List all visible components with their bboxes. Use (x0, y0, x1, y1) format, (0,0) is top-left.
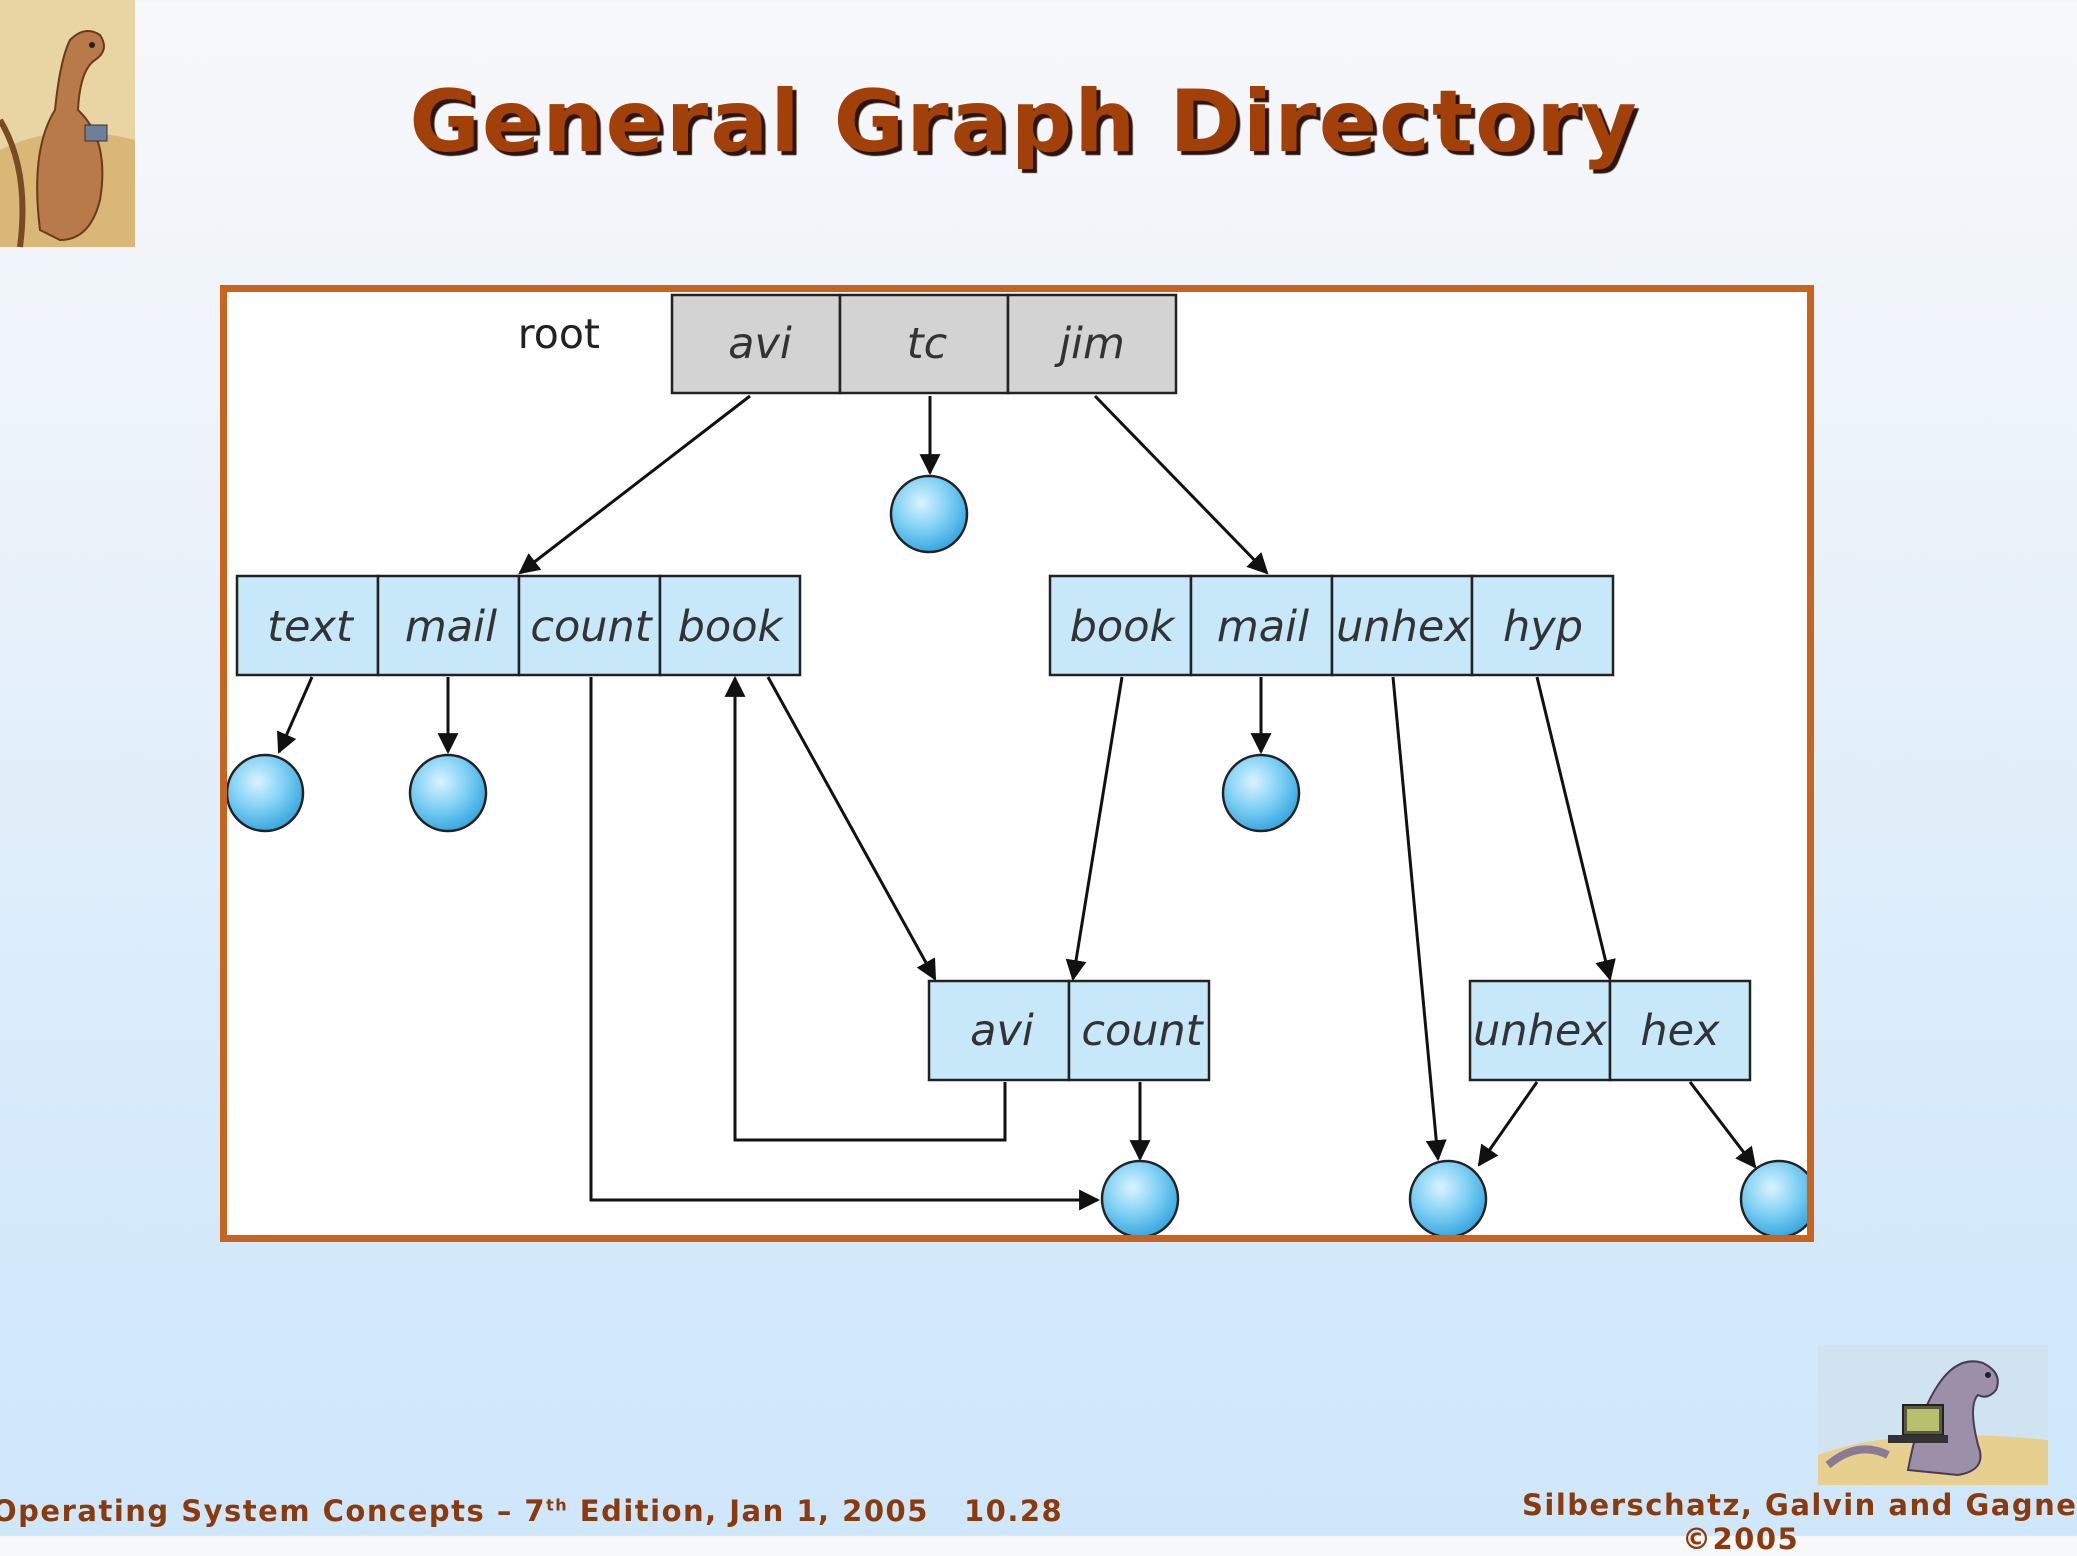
footer-book-title: Operating System Concepts – 7th Edition,… (0, 1494, 929, 1528)
jim-entry-hyp: hyp (1503, 602, 1583, 652)
footer-copyright: ©2005 (1682, 1522, 1800, 1556)
footer-authors: Silberschatz, Galvin and Gagne (1522, 1488, 2077, 1522)
edge-hyp-unhex-to-file (1477, 1081, 1539, 1167)
jim-entry-mail: mail (1217, 602, 1309, 652)
root-entry-tc: tc (907, 319, 948, 369)
avi-entry-mail: mail (405, 602, 497, 652)
file-node-tc (889, 474, 969, 554)
root-label: root (518, 310, 600, 358)
dinosaur-logo-bottom-right (1818, 1345, 2048, 1485)
book-entry-avi: avi (970, 1006, 1034, 1056)
footer-book-rest: Edition, Jan 1, 2005 (568, 1494, 929, 1528)
graph-directory-diagram: root avi tc jim text mail count book b (227, 293, 1807, 1235)
edge-jim-book-to-bookdir (1065, 676, 1124, 982)
file-node-unhex-shared (1408, 1159, 1488, 1235)
hyp-entry-hex: hex (1640, 1006, 1720, 1056)
edge-text-to-file (277, 676, 314, 754)
book-directory: avi count (927, 979, 1211, 1082)
slide-title: General Graph Directory (409, 72, 1639, 172)
edge-count-to-file (589, 677, 1101, 1211)
avi-entry-text: text (267, 602, 355, 652)
jim-directory: book mail unhex hyp (1048, 574, 1615, 677)
footer-book-main: Operating System Concepts – 7 (0, 1494, 547, 1528)
jim-entry-book: book (1070, 602, 1177, 652)
diagram-frame (220, 285, 1814, 1242)
root-entry-avi: avi (728, 319, 792, 369)
footer-book-sup: th (546, 1495, 569, 1515)
avi-directory: text mail count book (235, 574, 802, 677)
graph-edges (277, 394, 1757, 1211)
file-node-mail (408, 753, 488, 833)
edge-bookdir-avi-back-to-book (724, 675, 1007, 1142)
file-node-count-shared (1100, 1159, 1180, 1235)
edge-jim-unhex-to-file (1391, 676, 1447, 1162)
edge-hyp-to-hypdir (1535, 676, 1616, 982)
file-node-jim-mail (1221, 753, 1301, 833)
file-node-hex (1739, 1159, 1807, 1235)
jim-entry-unhex: unhex (1336, 602, 1470, 652)
dinosaur-logo-top-left (0, 0, 135, 248)
edge-avi-to-avidir (518, 394, 751, 575)
edge-hex-to-file (1688, 1081, 1757, 1169)
edge-jim-to-jimdir (1093, 394, 1269, 575)
file-node-text (227, 753, 305, 833)
hyp-directory: unhex hex (1468, 979, 1752, 1082)
edge-book-to-bookdir (766, 676, 937, 981)
avi-entry-count: count (530, 602, 653, 652)
book-entry-count: count (1081, 1006, 1204, 1056)
root-directory: avi tc jim (670, 293, 1178, 395)
root-entry-jim: jim (1054, 319, 1125, 369)
footer-page-number: 10.28 (964, 1494, 1064, 1528)
avi-entry-book: book (678, 602, 785, 652)
hyp-entry-unhex: unhex (1473, 1006, 1607, 1056)
